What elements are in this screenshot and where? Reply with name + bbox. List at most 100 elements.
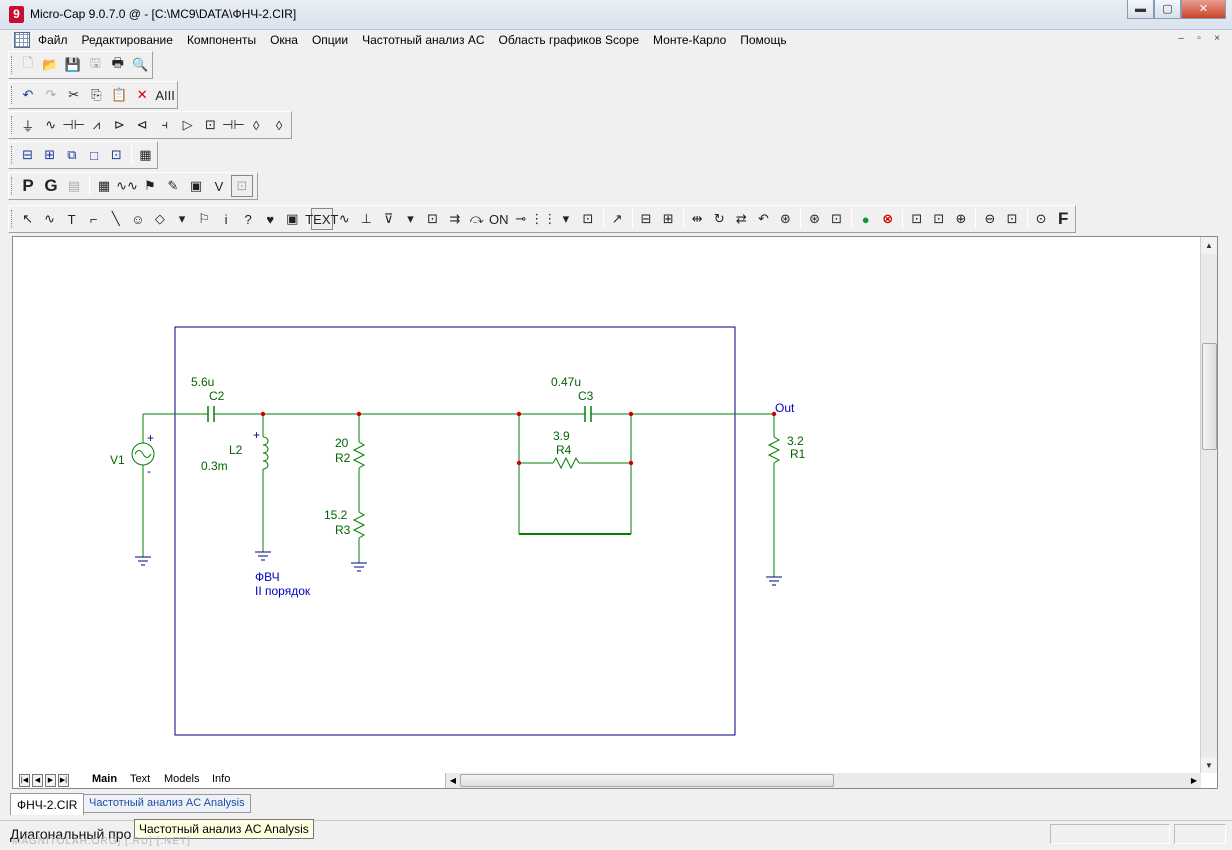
- components-tool-1-icon[interactable]: ∿: [45, 117, 57, 132]
- tab-models[interactable]: Models: [164, 773, 200, 785]
- components-tool-3-icon[interactable]: ⩘: [92, 117, 101, 132]
- horizontal-scrollbar[interactable]: ◀ ▶: [445, 773, 1201, 788]
- components-tool-7-icon[interactable]: ▷: [182, 117, 193, 132]
- components-tool-2-icon[interactable]: ⊣⊢: [62, 117, 85, 132]
- edit-tool-4-icon[interactable]: 📋: [111, 87, 128, 102]
- doc-tab-ac-analysis[interactable]: Частотный анализ AC Analysis: [83, 794, 251, 813]
- minimize-button[interactable]: ▬: [1127, 0, 1154, 19]
- edit-tool-2-icon[interactable]: ✂: [68, 87, 80, 102]
- next-sheet-button[interactable]: ▶: [45, 774, 56, 787]
- document-system-icon[interactable]: [14, 32, 30, 48]
- main-tool-9-icon[interactable]: i: [224, 211, 228, 227]
- main-tool-3-icon[interactable]: ⌐: [89, 211, 98, 227]
- main-tool-5-icon[interactable]: ☺: [131, 211, 145, 227]
- scroll-up-button[interactable]: ▲: [1201, 237, 1217, 254]
- tab-info[interactable]: Info: [212, 773, 231, 785]
- main-tool-1-icon[interactable]: ∿: [44, 211, 56, 226]
- components-tool-11-icon[interactable]: ◊: [275, 117, 283, 133]
- main-tool-17-icon[interactable]: ▾: [407, 211, 414, 226]
- main-tool-40-icon[interactable]: ⊕: [955, 211, 967, 226]
- mdi-minimize-button[interactable]: –: [1178, 33, 1184, 44]
- main-tool-38-icon[interactable]: ⊡: [911, 211, 923, 226]
- mode-tool-9-icon[interactable]: ⊡: [231, 175, 253, 197]
- main-tool-23-icon[interactable]: ⋮⋮: [530, 211, 557, 226]
- menu-item-0[interactable]: Файл: [38, 33, 68, 47]
- mode-tool-7-icon[interactable]: ▣: [189, 178, 203, 193]
- main-tool-18-icon[interactable]: ⊡: [427, 211, 439, 226]
- menu-item-4[interactable]: Опции: [311, 33, 349, 47]
- windows-tool-2-icon[interactable]: ⧉: [67, 147, 77, 162]
- components-tool-10-icon[interactable]: ◊: [253, 117, 260, 133]
- main-tool-13-icon[interactable]: TEXT: [305, 208, 338, 230]
- main-tool-21-icon[interactable]: ON: [489, 211, 509, 227]
- components-tool-8-icon[interactable]: ⊡: [205, 117, 216, 132]
- doc-tab-circuit-file[interactable]: ФНЧ-2.CIR: [10, 793, 85, 815]
- mode-tool-5-icon[interactable]: ⚑: [144, 178, 156, 193]
- mode-tool-0-icon[interactable]: P: [22, 176, 34, 195]
- main-tool-4-icon[interactable]: ╲: [111, 211, 120, 226]
- edit-tool-0-icon[interactable]: ↶: [22, 87, 34, 102]
- main-tool-35-icon[interactable]: ⊡: [831, 211, 843, 226]
- main-tool-43-icon[interactable]: ⊙: [1035, 211, 1047, 226]
- main-tool-19-icon[interactable]: ⇉: [449, 211, 461, 226]
- components-tool-4-icon[interactable]: ⊳: [113, 117, 125, 132]
- main-tool-12-icon[interactable]: ▣: [286, 211, 299, 226]
- scroll-down-button[interactable]: ▼: [1201, 757, 1217, 774]
- main-tool-6-icon[interactable]: ◇: [154, 211, 165, 226]
- prev-sheet-button[interactable]: ◀: [32, 774, 43, 787]
- main-tool-10-icon[interactable]: ?: [244, 211, 252, 227]
- menu-item-7[interactable]: Монте-Карло: [653, 33, 727, 47]
- main-tool-30-icon[interactable]: ↻: [713, 211, 725, 226]
- scroll-right-button[interactable]: ▶: [1190, 776, 1198, 785]
- menu-item-3[interactable]: Окна: [270, 33, 298, 47]
- horizontal-scroll-thumb[interactable]: [460, 774, 834, 787]
- components-tool-6-icon[interactable]: ⫞: [161, 117, 169, 132]
- components-tool-9-icon[interactable]: ⊣⊢: [222, 117, 245, 132]
- main-tool-42-icon[interactable]: ⊡: [1006, 211, 1018, 226]
- edit-tool-3-icon[interactable]: ⎘: [91, 87, 102, 102]
- main-tool-7-icon[interactable]: ▾: [178, 211, 186, 226]
- tab-main[interactable]: Main: [92, 773, 118, 785]
- main-tool-31-icon[interactable]: ⇄: [735, 211, 747, 226]
- main-tool-28-icon[interactable]: ⊞: [662, 211, 674, 226]
- windows-tool-1-icon[interactable]: ⊞: [44, 147, 56, 162]
- main-tool-14-icon[interactable]: ∿: [338, 211, 350, 226]
- menu-item-6[interactable]: Область графиков Scope: [498, 33, 640, 47]
- maximize-button[interactable]: ▢: [1154, 0, 1181, 19]
- main-tool-32-icon[interactable]: ↶: [757, 211, 769, 226]
- scroll-left-button[interactable]: ◀: [449, 776, 457, 785]
- main-tool-15-icon[interactable]: ⊥: [360, 211, 373, 226]
- tab-text[interactable]: Text: [130, 773, 151, 785]
- close-button[interactable]: ✕: [1181, 0, 1226, 19]
- menu-item-5[interactable]: Частотный анализ AC: [362, 33, 485, 47]
- main-tool-16-icon[interactable]: ⊽: [383, 211, 394, 226]
- mode-tool-3-icon[interactable]: ▦: [97, 178, 111, 193]
- main-tool-34-icon[interactable]: ⊛: [809, 211, 820, 226]
- windows-tool-3-icon[interactable]: □: [90, 147, 99, 163]
- mode-tool-1-icon[interactable]: G: [44, 176, 58, 195]
- file-tool-5-icon[interactable]: 🔍: [132, 57, 149, 72]
- main-tool-27-icon[interactable]: ⊟: [640, 211, 652, 226]
- main-tool-24-icon[interactable]: ▾: [562, 211, 570, 226]
- windows-tool-0-icon[interactable]: ⊟: [22, 147, 34, 162]
- main-tool-39-icon[interactable]: ⊡: [933, 211, 945, 226]
- main-tool-37-icon[interactable]: ⊗: [882, 211, 894, 226]
- mdi-close-button[interactable]: ×: [1214, 33, 1220, 44]
- first-sheet-button[interactable]: |◀: [19, 774, 30, 787]
- main-tool-20-icon[interactable]: ⤼: [469, 211, 484, 226]
- file-tool-4-icon[interactable]: 🖶: [111, 55, 124, 70]
- main-tool-44-icon[interactable]: F: [1057, 209, 1069, 228]
- edit-tool-1-icon[interactable]: ↷: [45, 87, 57, 102]
- main-tool-25-icon[interactable]: ⊡: [582, 211, 594, 226]
- windows-tool-4-icon[interactable]: ⊡: [110, 147, 122, 162]
- mode-tool-4-icon[interactable]: ∿∿: [116, 178, 138, 193]
- components-tool-5-icon[interactable]: ⊲: [136, 117, 148, 132]
- last-sheet-button[interactable]: ▶|: [58, 774, 69, 787]
- mdi-restore-button[interactable]: ▫: [1197, 33, 1201, 44]
- menu-item-2[interactable]: Компоненты: [186, 33, 257, 47]
- main-tool-26-icon[interactable]: ↗: [611, 211, 623, 226]
- main-tool-11-icon[interactable]: ♥: [266, 211, 275, 227]
- main-tool-41-icon[interactable]: ⊖: [984, 211, 996, 226]
- mode-tool-8-icon[interactable]: V: [214, 178, 224, 194]
- menu-item-1[interactable]: Редактирование: [81, 33, 173, 47]
